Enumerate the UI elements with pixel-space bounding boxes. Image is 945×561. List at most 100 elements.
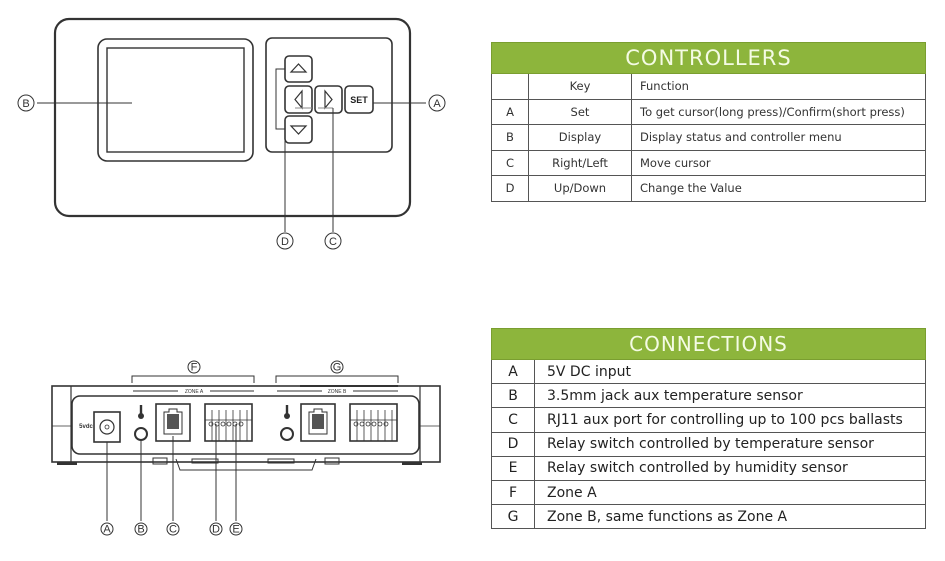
left-arrow-icon	[294, 89, 303, 110]
zone-g-callout: G	[275, 360, 399, 383]
device-body	[53, 17, 412, 218]
controllers-table: CONTROLLERS Key Function A Set To get cu…	[491, 42, 926, 202]
table-row: C Right/Left Move cursor	[491, 149, 926, 176]
row-id: B	[491, 124, 529, 151]
row-desc: 5V DC input	[534, 358, 926, 385]
up-arrow-icon	[289, 63, 308, 73]
callout-a-set: A	[428, 94, 446, 112]
svg-text:ZONE B: ZONE B	[328, 389, 347, 395]
callout-lines	[37, 68, 426, 232]
table-row: A Set To get cursor(long press)/Confirm(…	[491, 98, 926, 125]
row-desc: Zone A	[534, 479, 926, 506]
rj11-port-zone-a[interactable]	[155, 403, 191, 442]
callout-d-up-down: D	[276, 232, 294, 250]
callout-d-relay-temp: D	[209, 522, 223, 536]
svg-text:A: A	[433, 98, 441, 110]
svg-text:F: F	[191, 362, 198, 374]
row-id: A	[491, 358, 535, 385]
svg-text:G: G	[333, 362, 342, 374]
zone-a-label: ZONE A	[133, 389, 254, 395]
callout-b-jack: B	[134, 522, 148, 536]
callout-c-right-left: C	[324, 232, 342, 250]
header-key: Key	[528, 73, 632, 100]
dc-power-jack[interactable]	[93, 411, 121, 443]
set-button[interactable]: SET	[344, 85, 374, 114]
thermometer-icon	[138, 405, 144, 419]
row-id: E	[491, 455, 535, 481]
row-key: Up/Down	[528, 175, 632, 202]
back-panel-diagram: F G ZONE A ZONE B 5vdc	[51, 360, 441, 536]
row-desc: Relay switch controlled by temperature s…	[534, 431, 926, 457]
row-function: Move cursor	[631, 149, 926, 176]
svg-text:B: B	[22, 98, 29, 110]
row-function: To get cursor(long press)/Confirm(short …	[631, 98, 926, 125]
zone-b-label: ZONE B	[277, 385, 398, 395]
table-header-row: Key Function	[491, 73, 926, 100]
row-id: G	[491, 504, 535, 530]
row-key: Display	[528, 124, 632, 151]
row-desc: RJ11 aux port for controlling up to 100 …	[534, 407, 926, 433]
header-id	[491, 73, 529, 100]
keypad-panel	[265, 37, 393, 153]
mounting-bracket	[152, 457, 340, 471]
back-callout-lines	[106, 424, 237, 521]
row-id: D	[491, 175, 529, 202]
power-label: 5vdc	[79, 424, 93, 430]
aux-temp-jack-zone-b[interactable]	[280, 427, 294, 441]
down-button[interactable]	[284, 115, 313, 144]
svg-text:C: C	[169, 524, 177, 536]
connections-title: CONNECTIONS	[491, 328, 926, 360]
row-id: D	[491, 431, 535, 457]
row-key: Set	[528, 98, 632, 125]
row-id: C	[491, 149, 529, 176]
table-row: B Display Display status and controller …	[491, 124, 926, 151]
right-arrow-icon	[324, 89, 333, 110]
back-device-body	[51, 385, 441, 463]
row-function: Change the Value	[631, 175, 926, 202]
down-arrow-icon	[289, 125, 308, 135]
row-id: F	[491, 479, 535, 506]
rj11-port-zone-b[interactable]	[300, 403, 336, 442]
left-button[interactable]	[284, 85, 313, 114]
relay-terminal-zone-a[interactable]	[204, 403, 253, 442]
set-button-label: SET	[350, 95, 368, 105]
controllers-title: CONTROLLERS	[491, 42, 926, 74]
svg-text:ZONE A: ZONE A	[185, 389, 204, 395]
relay-terminal-zone-b[interactable]	[349, 403, 398, 442]
row-id: A	[491, 98, 529, 125]
callout-a-power: A	[100, 522, 114, 536]
svg-text:D: D	[281, 236, 289, 248]
callout-b-display: B	[17, 94, 35, 112]
svg-text:A: A	[103, 524, 111, 536]
row-id: B	[491, 383, 535, 409]
right-button[interactable]	[314, 85, 343, 114]
table-row: D Up/Down Change the Value	[491, 175, 926, 202]
row-desc: 3.5mm jack aux temperature sensor	[534, 383, 926, 409]
front-panel-diagram: SET B A D C	[17, 17, 446, 250]
svg-text:D: D	[212, 524, 220, 536]
row-desc: Relay switch controlled by humidity sens…	[534, 455, 926, 481]
row-function: Display status and controller menu	[631, 124, 926, 151]
row-desc: Zone B, same functions as Zone A	[534, 504, 926, 530]
svg-text:E: E	[232, 524, 239, 536]
zone-f-callout: F	[131, 360, 255, 383]
header-function: Function	[631, 73, 926, 100]
aux-temp-jack-zone-a[interactable]	[134, 427, 148, 441]
thermometer-icon-zone-b	[284, 405, 290, 419]
svg-text:B: B	[137, 524, 144, 536]
svg-text:C: C	[329, 236, 337, 248]
up-button[interactable]	[284, 55, 313, 83]
row-key: Right/Left	[528, 149, 632, 176]
row-id: C	[491, 407, 535, 433]
callout-e-relay-humidity: E	[229, 522, 243, 536]
display-screen	[97, 38, 254, 162]
callout-c-rj11: C	[166, 522, 180, 536]
